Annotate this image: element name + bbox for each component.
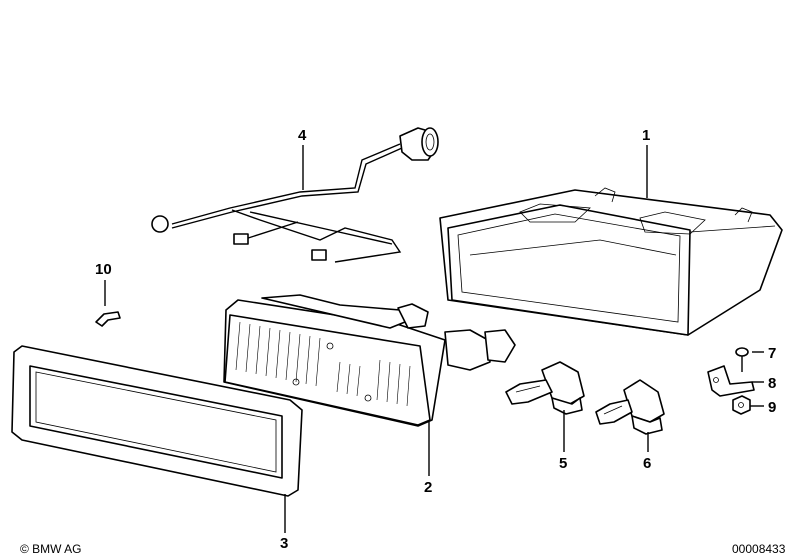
part-label-6: 6	[643, 455, 651, 472]
part-5-bulb[interactable]	[505, 361, 585, 415]
part-label-9: 9	[768, 399, 776, 416]
diagram-id: 00008433	[732, 542, 786, 556]
part-1-housing[interactable]	[439, 187, 783, 336]
part-label-7: 7	[768, 345, 776, 362]
part-7-screw[interactable]	[735, 347, 749, 372]
part-3-frame[interactable]	[11, 345, 303, 497]
part-label-10: 10	[95, 261, 112, 278]
part-10-clip[interactable]	[95, 311, 121, 327]
part-label-1: 1	[642, 127, 650, 144]
leader-lines	[104, 145, 764, 533]
copyright-text: © BMW AG	[20, 542, 82, 556]
part-2-headlight[interactable]	[223, 294, 516, 427]
part-label-8: 8	[768, 375, 776, 392]
part-label-5: 5	[559, 455, 567, 472]
part-8-bracket[interactable]	[707, 365, 755, 397]
part-9-nut[interactable]	[732, 395, 751, 415]
part-4-wiring-harness[interactable]	[151, 127, 439, 263]
part-label-3: 3	[280, 535, 288, 552]
part-label-4: 4	[298, 127, 307, 144]
part-6-bulb[interactable]	[595, 379, 665, 435]
part-label-2: 2	[424, 479, 432, 496]
lens-pattern	[235, 321, 411, 407]
